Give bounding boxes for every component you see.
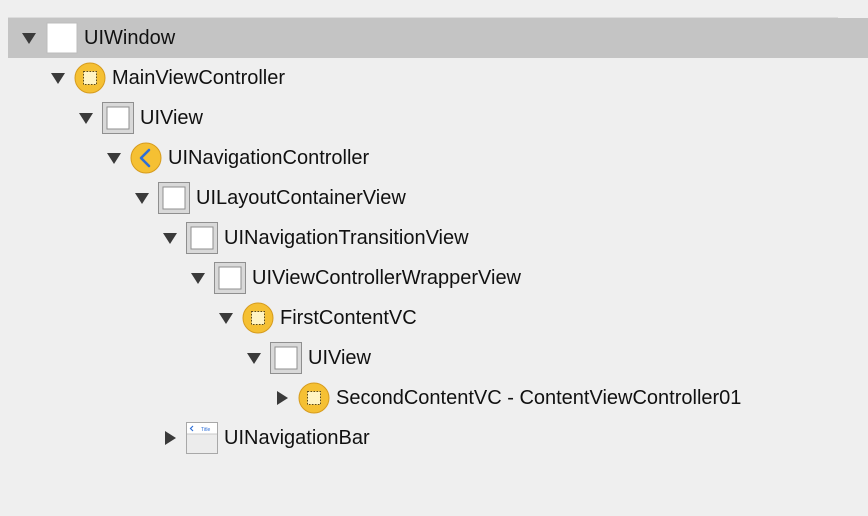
tree-row-uiview-nested[interactable]: UIView	[0, 338, 868, 378]
disclosure-expanded-icon[interactable]	[133, 189, 151, 207]
view-icon	[46, 22, 78, 54]
tree-row-secondcontentvc[interactable]: SecondContentVC - ContentViewController0…	[0, 378, 868, 418]
tree-row-mainviewcontroller[interactable]: MainViewController	[0, 58, 868, 98]
tree-node-label: UINavigationBar	[224, 427, 370, 449]
navigation-bar-icon: Title	[186, 422, 218, 454]
navigation-controller-icon	[130, 142, 162, 174]
disclosure-expanded-icon[interactable]	[161, 229, 179, 247]
disclosure-expanded-icon[interactable]	[217, 309, 235, 327]
tree-node-label: UIWindow	[84, 27, 176, 49]
disclosure-collapsed-icon[interactable]	[161, 429, 179, 447]
tree-node-label: MainViewController	[112, 67, 286, 89]
viewcontroller-icon	[298, 382, 330, 414]
view-icon	[158, 182, 190, 214]
tree-node-label: UIViewControllerWrapperView	[252, 267, 522, 289]
disclosure-expanded-icon[interactable]	[20, 29, 38, 47]
tree-row-uinavigationbar[interactable]: Title UINavigationBar	[0, 418, 868, 458]
tree-node-label: UINavigationTransitionView	[224, 227, 469, 249]
view-icon	[102, 102, 134, 134]
disclosure-expanded-icon[interactable]	[105, 149, 123, 167]
tree-node-label: UINavigationController	[168, 147, 370, 169]
tree-node-label: UILayoutContainerView	[196, 187, 406, 209]
tree-node-label: UIView	[308, 347, 371, 369]
top-divider	[8, 17, 838, 18]
tree-node-label: FirstContentVC	[280, 307, 417, 329]
tree-node-label: UIView	[140, 107, 203, 129]
disclosure-expanded-icon[interactable]	[77, 109, 95, 127]
view-icon	[214, 262, 246, 294]
view-icon	[270, 342, 302, 374]
disclosure-collapsed-icon[interactable]	[273, 389, 291, 407]
navigation-bar-title-text: Title	[201, 427, 210, 433]
view-icon	[186, 222, 218, 254]
tree-row-uiwindow[interactable]: UIWindow	[8, 18, 868, 58]
disclosure-expanded-icon[interactable]	[49, 69, 67, 87]
tree-row-uiview[interactable]: UIView	[0, 98, 868, 138]
disclosure-expanded-icon[interactable]	[245, 349, 263, 367]
tree-row-firstcontentvc[interactable]: FirstContentVC	[0, 298, 868, 338]
disclosure-expanded-icon[interactable]	[189, 269, 207, 287]
tree-row-uiviewcontrollerwrapperview[interactable]: UIViewControllerWrapperView	[0, 258, 868, 298]
tree-row-uilayoutcontainerview[interactable]: UILayoutContainerView	[0, 178, 868, 218]
tree-node-label: SecondContentVC - ContentViewController0…	[336, 387, 742, 409]
tree-row-uinavigationcontroller[interactable]: UINavigationController	[0, 138, 868, 178]
tree-row-uinavigationtransitionview[interactable]: UINavigationTransitionView	[0, 218, 868, 258]
viewcontroller-icon	[74, 62, 106, 94]
viewcontroller-icon	[242, 302, 274, 334]
